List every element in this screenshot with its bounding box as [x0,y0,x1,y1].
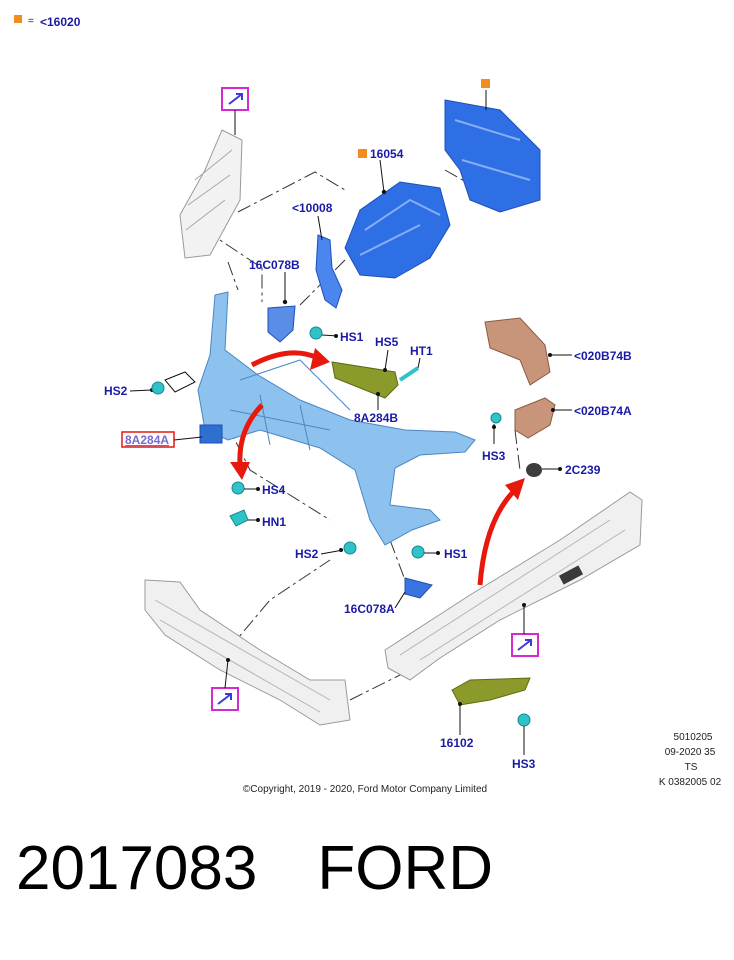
fastener-hs2-left [151,381,165,395]
magenta-view-icon-right [511,633,539,657]
grey-bumper-beam-left [144,579,351,726]
view-arrow-icon-left [217,693,232,705]
label-hs3-bottom: HS3 [512,757,536,771]
top-left-grey-bracket [179,129,243,259]
label-8A284A: 8A284A [125,433,169,447]
red-arrow-upper [250,348,330,370]
label-020B74B: <020B74B [574,349,632,363]
bracket-16102 [451,677,531,706]
blue-bracket-10008 [315,234,343,309]
red-arrow-left [230,403,264,480]
label-hs3-right: HS3 [482,449,506,463]
legend-text: <16020 [40,15,81,29]
fastener-hs3-right [490,412,502,424]
copyright-text: ©Copyright, 2019 - 2020, Ford Motor Comp… [243,784,487,795]
bracket-020B74B [484,317,551,386]
bracket-8A284B [331,361,399,399]
part-number: 2017083 [16,834,258,903]
label-hs1-bottom: HS1 [444,547,468,561]
label-8A284B: 8A284B [354,411,398,425]
fastener-hs1-top [309,326,323,340]
fastener-hs1-bottom [411,545,425,559]
fastener-hs3-bottom [517,713,531,727]
label-020B74A: <020B74A [574,404,632,418]
part-2C239 [526,463,542,477]
label-hs5: HS5 [375,335,399,349]
orange-marker-top [481,79,490,88]
brand-name: FORD [317,834,494,903]
grey-frame-rail-right [384,491,643,681]
fastener-hs4 [231,481,245,495]
orange-marker-16054 [358,149,367,158]
front-end-carrier-8A284A [197,291,476,546]
label-10008: <10008 [292,201,333,215]
label-ht1: HT1 [410,344,433,358]
stamp-line-3: TS [685,762,698,773]
view-arrow-icon-right [517,639,532,651]
label-hs2-bottom: HS2 [295,547,319,561]
red-arrow-right [477,478,525,586]
bracket-16C078B [267,305,296,343]
label-16C078A: 16C078A [344,602,395,616]
blue-housing-16054 [344,181,451,279]
stamp-line-1: 5010205 [674,732,713,743]
blue-panel-top-right [444,99,541,213]
stamp-line-4: K 0382005 02 [659,777,722,788]
stamp-line-2: 09-2020 35 [665,747,716,758]
fastener-hs2-bottom [343,541,357,555]
legend-orange-marker [14,15,22,23]
label-2C239: 2C239 [565,463,601,477]
bracket-16C078A [404,577,433,599]
view-arrow-icon [228,93,243,105]
label-16054: 16054 [370,147,404,161]
label-16C078B: 16C078B [249,258,300,272]
fastener-ht1 [398,366,420,382]
label-hn1: HN1 [262,515,286,529]
label-hs2-left: HS2 [104,384,128,398]
bracket-020B74A [514,397,556,439]
legend-equals: = [28,16,34,27]
label-16102: 16102 [440,736,474,750]
fastener-hn1 [229,509,249,527]
label-hs4: HS4 [262,483,286,497]
label-hs1-top: HS1 [340,330,364,344]
